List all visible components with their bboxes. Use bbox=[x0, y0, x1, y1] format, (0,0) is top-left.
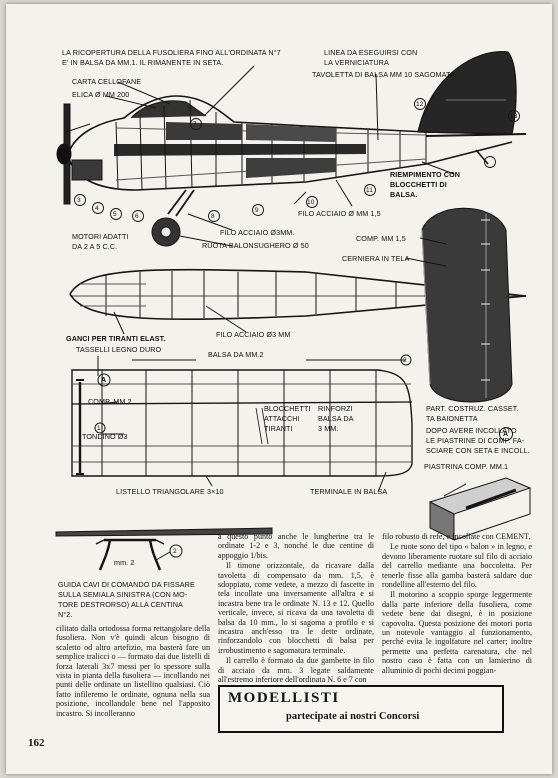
label-filling-2: BLOCCHETTI DI bbox=[390, 180, 447, 189]
technical-drawing bbox=[55, 51, 532, 571]
label-line-1: LINEA DA ESEGUIRSI CON bbox=[324, 48, 418, 57]
label-wire-15: FILO ACCIAIO Ø mm 1,5 bbox=[298, 209, 381, 218]
label-triangular-strip: LISTELLO TRIANGOLARE 3×10 bbox=[116, 487, 224, 496]
article-column-1: cilitato dalla ortodossa forma rettangol… bbox=[56, 624, 210, 718]
part-number: 3 bbox=[77, 197, 81, 204]
article-column-2: a questo punto anche le lungherine tra l… bbox=[218, 532, 374, 685]
label-tip: TERMINALE IN BALSA bbox=[310, 487, 388, 496]
label-comp-mm2: COMP. mm.2 bbox=[88, 397, 132, 406]
part-number: 2 bbox=[403, 357, 407, 364]
label-cellophane: CARTA CELLOFANE bbox=[72, 77, 142, 86]
article-paragraph: cilitato dalla ortodossa forma rettangol… bbox=[56, 624, 210, 718]
label-guide-3: TORE DESTRORSO) ALLA CENTINA bbox=[58, 600, 183, 609]
label-guide-1: GUIDA CAVI DI COMANDO DA FISSARE bbox=[58, 580, 195, 589]
article-column-3: filo robusto di refe, e incollate con CE… bbox=[382, 532, 532, 675]
page-number: 162 bbox=[28, 737, 45, 749]
label-circle-a-wing: A bbox=[101, 377, 107, 384]
part-number: 13 bbox=[510, 113, 518, 120]
label-blocks-2: ATTACCHI bbox=[264, 414, 300, 423]
article-paragraph: Il timone orizzontale, da ricavare dalla… bbox=[218, 561, 374, 655]
part-number: 5 bbox=[113, 211, 117, 218]
label-wire-3b: FILO ACCIAIO Ø3 mm bbox=[216, 330, 291, 339]
label-hooks: GANCI PER TIRANTI ELAST. bbox=[66, 334, 166, 343]
contest-banner: MODELLISTI partecipate ai nostri Concors… bbox=[218, 685, 504, 733]
label-plate: PIASTRINA COMP. mm.1 bbox=[424, 462, 509, 471]
label-bayonet-2: TA BAIONETTA bbox=[426, 414, 478, 423]
label-guide-4: N°2. bbox=[58, 610, 73, 619]
part-number: 1 bbox=[97, 425, 101, 432]
label-wheel: RUOTA BALONSUGHERO Ø 50 bbox=[202, 241, 309, 250]
part-number: 12 bbox=[416, 101, 424, 108]
article-paragraph: a questo punto anche le lungherine tra l… bbox=[218, 532, 374, 560]
article-paragraph: Le ruote sono del tipo « balon » in legn… bbox=[382, 542, 532, 590]
label-hinge: CERNIERA IN TELA bbox=[342, 254, 410, 263]
part-number: 11 bbox=[366, 187, 373, 194]
label-comp-15: COMP. mm 1,5 bbox=[356, 234, 406, 243]
article-paragraph: Il carrello è formato da due gambette in… bbox=[218, 656, 374, 685]
part-number: 7 bbox=[193, 121, 197, 128]
label-blocks-3: TIRANTI bbox=[264, 424, 293, 433]
label-motors-1: MOTORI ADATTI bbox=[72, 232, 129, 241]
label-dowel: TONDINO Ø3 bbox=[82, 432, 128, 441]
label-reinf-2: BALSA DA bbox=[318, 414, 354, 423]
part-number: 2 bbox=[173, 548, 177, 555]
label-covering-2: E' IN BALSA DA mm.1. IL RIMANENTE IN SET… bbox=[62, 58, 224, 67]
part-number: 10 bbox=[307, 199, 315, 206]
label-guide-2: SULLA SEMIALA SINISTRA (CON MO- bbox=[58, 590, 188, 599]
banner-title: MODELLISTI bbox=[228, 690, 340, 706]
label-reinf-1: RINFORZI bbox=[318, 404, 353, 413]
label-fin-balsa: TAVOLETTA DI BALSA mm 10 SAGOMATA bbox=[312, 70, 455, 79]
label-line-2: LA VERNICIATURA bbox=[324, 58, 389, 67]
label-bayonet-1: PART. COSTRUZ. CASSET. bbox=[426, 404, 519, 413]
label-blocks-1: BLOCCHETTI bbox=[264, 404, 311, 413]
article-paragraph: Il motorino a scoppio sporge leggermente… bbox=[382, 590, 532, 675]
label-bayonet-3: DOPO AVERE INCOLLATO bbox=[426, 426, 517, 435]
article-paragraph: filo robusto di refe, e incollate con CE… bbox=[382, 532, 531, 541]
label-hardwood: TASSELLI LEGNO DURO bbox=[76, 345, 162, 354]
label-bayonet-5: SCIARE CON SETA E INCOLL. bbox=[426, 446, 530, 455]
banner-subtitle: partecipate ai nostri Concorsi bbox=[286, 711, 420, 722]
label-circle-a-detail: A bbox=[503, 431, 509, 438]
label-mm2: mm. 2 bbox=[114, 558, 135, 567]
part-number: 8 bbox=[211, 213, 215, 220]
part-number: 9 bbox=[255, 207, 259, 214]
label-covering-1: LA RICOPERTURA DELLA FUSOLIERA FINO ALL'… bbox=[62, 48, 281, 57]
label-reinf-3: 3 mm. bbox=[318, 424, 339, 433]
magazine-page: LA RICOPERTURA DELLA FUSOLIERA FINO ALL'… bbox=[6, 4, 552, 774]
label-balsa-2: BALSA DA mm.2 bbox=[208, 350, 264, 359]
label-propeller: ELICA Ø mm 200 bbox=[72, 90, 130, 99]
part-number: 4 bbox=[95, 205, 99, 212]
part-number: 6 bbox=[135, 213, 139, 220]
label-bayonet-4: LE PIASTRINE DI COMP. FA- bbox=[426, 436, 525, 445]
label-filling-1: RIEMPIMENTO CON bbox=[390, 170, 461, 179]
label-motors-2: DA 2 A 5 C.C. bbox=[72, 242, 118, 251]
label-wire-3a: FILO ACCIAIO Ø3mm. bbox=[220, 228, 295, 237]
label-filling-3: BALSA. bbox=[390, 190, 418, 199]
